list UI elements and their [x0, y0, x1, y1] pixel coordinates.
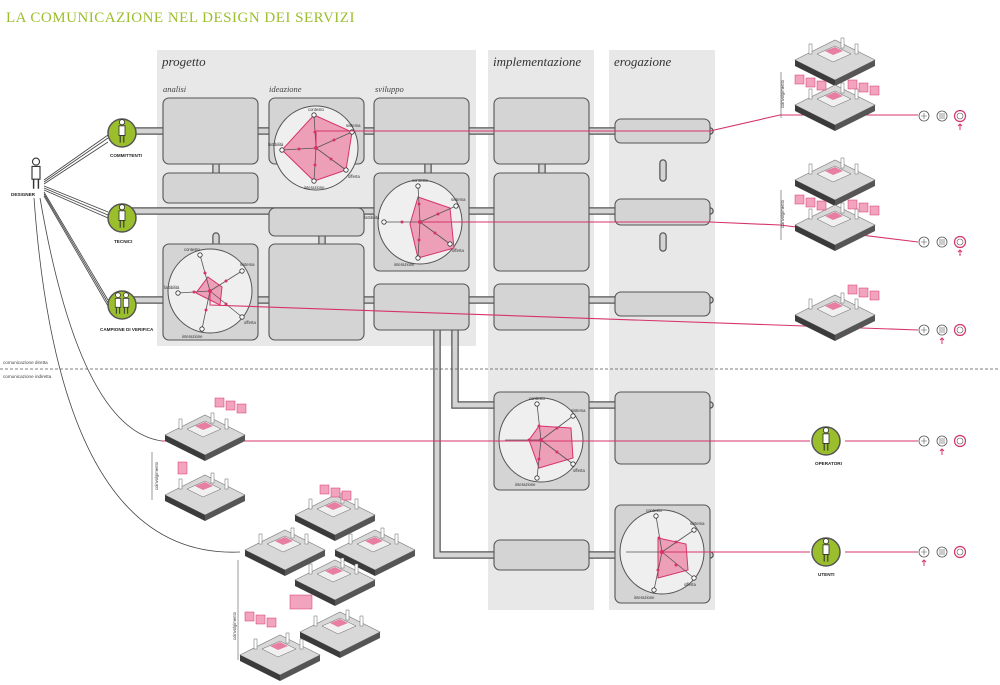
svg-text:fattibilità: fattibilità: [268, 142, 284, 147]
svg-text:interazione: interazione: [304, 185, 325, 190]
svg-text:sistema: sistema: [690, 521, 705, 526]
scene-right-tecnici: [780, 157, 880, 252]
svg-text:offerta: offerta: [684, 582, 696, 587]
role-badge-committenti: [107, 118, 137, 148]
scene-left-indirect: [151, 397, 247, 522]
scene-right-campione: [794, 284, 880, 342]
role-label-tecnici: TECNICI: [114, 239, 132, 244]
designer-label: DESIGNER: [11, 192, 36, 197]
svg-text:sistema: sistema: [451, 197, 466, 202]
end-icons-row-2: [918, 235, 967, 249]
svg-text:sistema: sistema: [571, 408, 586, 413]
phase-label-implementazione: implementazione: [493, 54, 581, 69]
label-indirect-communication: comunicazione indiretta: [3, 374, 52, 379]
label-direct-communication: comunicazione diretta: [3, 360, 48, 365]
designer-figure: [31, 157, 41, 190]
role-label-committenti: COMMITTENTI: [110, 153, 142, 158]
end-icons-row-4: [918, 434, 967, 448]
involvement-label-4: coinvolgimento: [232, 611, 237, 640]
svg-text:offerta: offerta: [573, 468, 585, 473]
svg-text:interazione: interazione: [634, 595, 655, 600]
svg-text:offerta: offerta: [244, 320, 256, 325]
page-title: LA COMUNICAZIONE NEL DESIGN DEI SERVIZI: [6, 10, 355, 26]
svg-text:sistema: sistema: [240, 262, 255, 267]
svg-text:interazione: interazione: [394, 262, 415, 267]
svg-text:contesto: contesto: [184, 247, 201, 252]
svg-text:fattibilità: fattibilità: [364, 215, 380, 220]
svg-text:contesto: contesto: [412, 178, 429, 183]
svg-text:contesto: contesto: [646, 508, 663, 513]
subphase-label-analisi: analisi: [163, 84, 187, 94]
svg-text:interazione: interazione: [515, 482, 536, 487]
role-badge-operatori: [811, 426, 841, 456]
designer-connections: [33, 134, 241, 553]
svg-text:contesto: contesto: [529, 396, 546, 401]
role-badge-campione-di-verifica: [107, 290, 137, 320]
role-badge-tecnici: [107, 203, 137, 233]
svg-text:offerta: offerta: [348, 174, 360, 179]
end-icons-row-3: [918, 323, 967, 337]
involvement-label-2: coinvolgimento: [780, 199, 785, 228]
role-label-campione-di-verifica: CAMPIONE DI VERIFICA: [100, 327, 154, 332]
role-badge-utenti: [811, 537, 841, 567]
subphase-label-ideazione: ideazione: [269, 84, 302, 94]
role-label-utenti: UTENTI: [818, 572, 835, 577]
phase-label-erogazione: erogazione: [614, 54, 672, 69]
involvement-label-1: coinvolgimento: [780, 79, 785, 108]
role-label-operatori: OPERATORI: [815, 461, 842, 466]
involvement-label-3: coinvolgimento: [154, 461, 159, 490]
subphase-label-sviluppo: sviluppo: [375, 84, 404, 94]
phase-label-progetto: progetto: [161, 54, 206, 69]
scene-cluster-users: [237, 484, 416, 682]
svg-text:contesto: contesto: [308, 107, 325, 112]
arrow-up-icons: [921, 123, 963, 566]
svg-text:fattibilità: fattibilità: [164, 285, 180, 290]
svg-text:offerta: offerta: [452, 248, 464, 253]
end-icons-row-1: [918, 109, 967, 123]
scene-right-committenti: [780, 37, 880, 132]
svg-text:sistema: sistema: [346, 123, 361, 128]
end-icons-row-5: [918, 545, 967, 559]
svg-text:interazione: interazione: [182, 334, 203, 339]
